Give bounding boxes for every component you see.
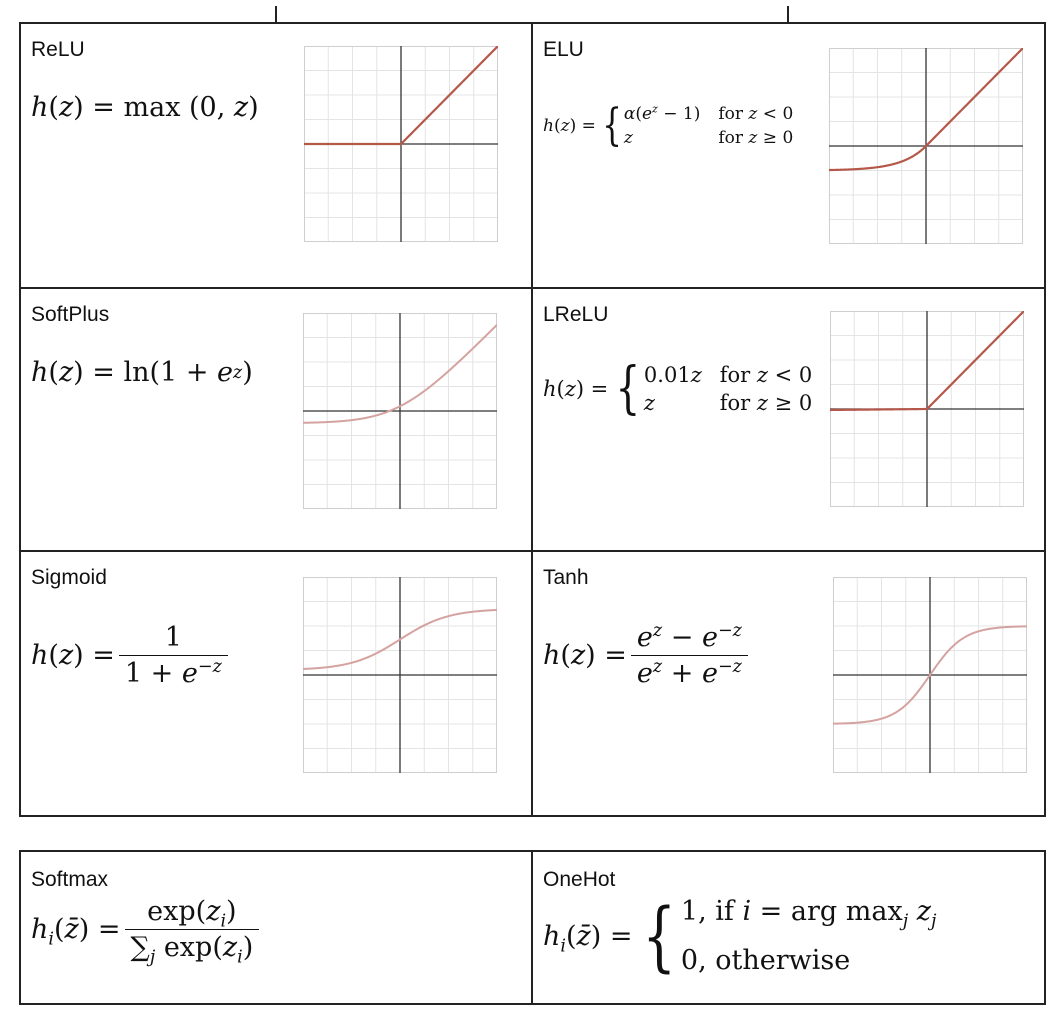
elu-plot <box>829 48 1023 244</box>
cell-relu: ReLU h(z) = max (0, z) <box>19 22 531 287</box>
tanh-formula: h(z) = ez − e−z ez + e−z <box>543 622 752 689</box>
tanh-plot <box>833 577 1027 773</box>
cell-title: Softmax <box>31 868 109 891</box>
cell-title: SoftPlus <box>31 303 110 326</box>
cell-title: LReLU <box>543 303 609 326</box>
softplus-plot <box>303 313 497 509</box>
table-column-divider <box>531 22 533 817</box>
lrelu-plot <box>830 311 1024 507</box>
cell-title: ELU <box>543 38 584 61</box>
function-curve <box>303 608 497 670</box>
top-tick-right <box>787 6 789 24</box>
function-curve <box>830 311 1024 412</box>
cell-title: Tanh <box>543 566 589 589</box>
top-tick-left <box>275 6 277 24</box>
relu-formula: h(z) = max (0, z) <box>31 92 259 123</box>
function-curve <box>304 46 498 146</box>
sigmoid-plot <box>303 577 497 773</box>
table-row-divider-2 <box>19 550 1046 552</box>
sigmoid-formula: h(z) = 1 1 + e−z <box>31 622 232 689</box>
relu-plot <box>304 46 498 242</box>
cell-sigmoid: Sigmoid h(z) = 1 1 + e−z <box>19 550 531 817</box>
function-curve <box>303 324 497 424</box>
cell-onehot: OneHot hi(z̄) = { 1, if i = arg maxj zj … <box>531 850 1046 1005</box>
onehot-formula: hi(z̄) = { 1, if i = arg maxj zj 0, othe… <box>543 891 937 980</box>
cell-softmax: Softmax hi(z̄) = exp(zi) ∑j exp(zi) <box>19 850 531 1005</box>
cell-title: Sigmoid <box>31 566 107 589</box>
function-curve <box>829 48 1023 172</box>
function-curve <box>833 625 1027 725</box>
table-row-divider-1 <box>19 287 1046 289</box>
softmax-formula: hi(z̄) = exp(zi) ∑j exp(zi) <box>31 896 263 966</box>
cell-title: OneHot <box>543 868 616 891</box>
cell-title: ReLU <box>31 38 85 61</box>
cell-tanh: Tanh h(z) = ez − e−z ez + e−z <box>531 550 1046 817</box>
output-table-divider <box>531 850 533 1005</box>
